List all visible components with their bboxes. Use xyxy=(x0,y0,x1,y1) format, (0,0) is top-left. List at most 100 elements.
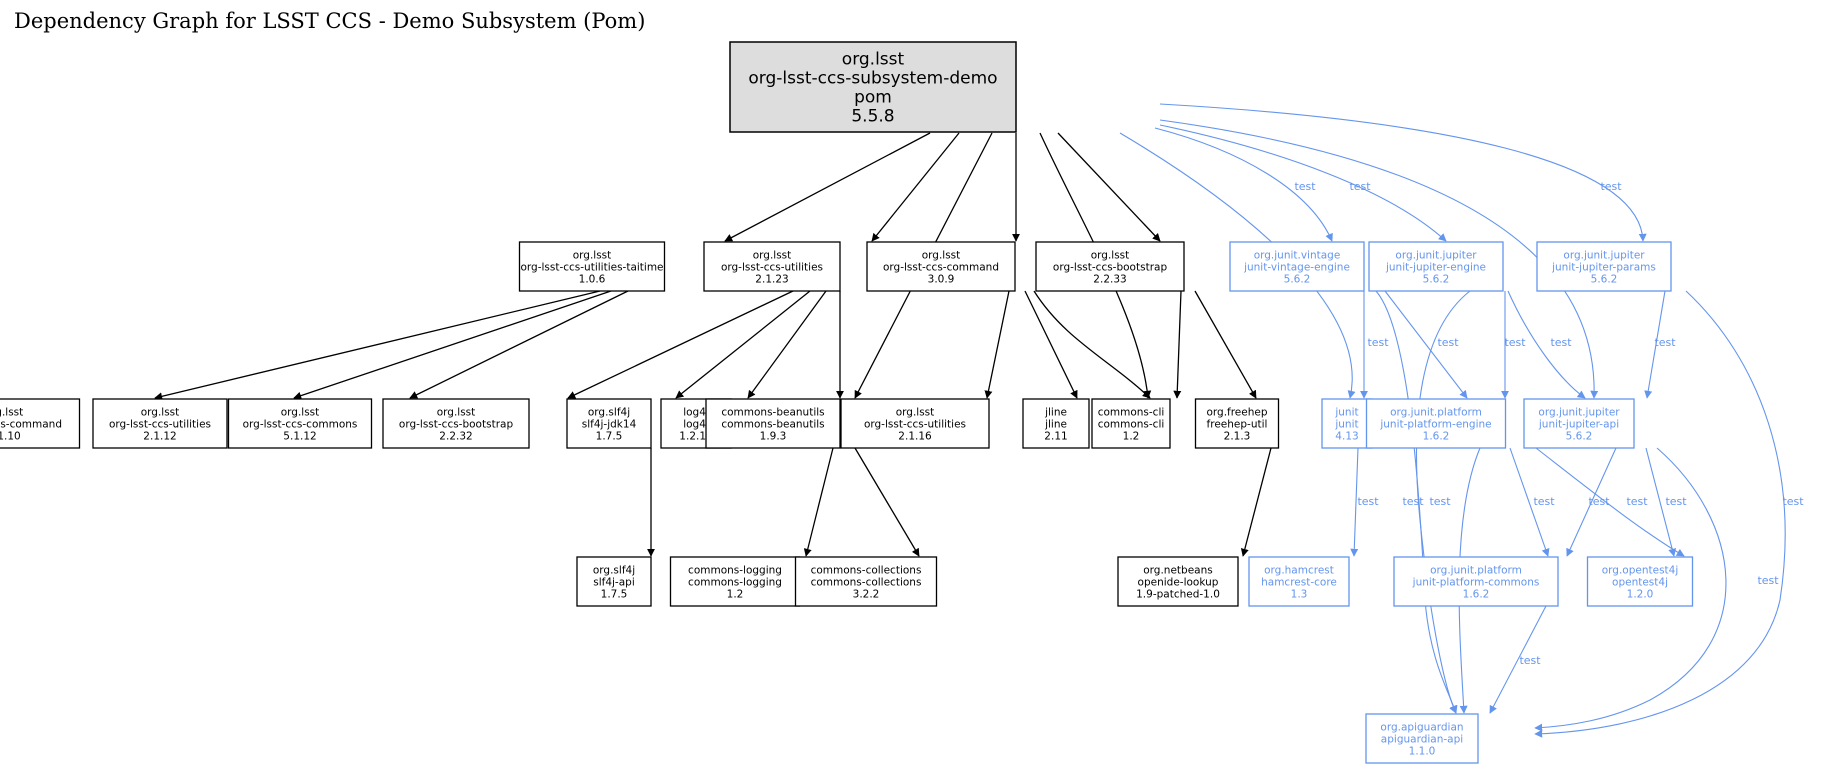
edge-line xyxy=(1240,447,1272,557)
node-label-line: commons-cli xyxy=(1098,419,1165,431)
edge-line xyxy=(871,132,960,242)
node-jupengine[interactable]: org.junit.jupiterjunit-jupiter-engine5.6… xyxy=(1368,241,1504,292)
edge-root-to-taitime xyxy=(724,132,931,242)
node-label-line: org.opentest4j xyxy=(1602,565,1679,577)
node-label-line: org-lsst-ccs-utilities xyxy=(864,419,966,431)
edge-line xyxy=(567,290,794,399)
node-label-line: 1.9-patched-1.0 xyxy=(1136,589,1220,601)
edge-line xyxy=(854,447,920,557)
node-label-line: org.netbeans xyxy=(1143,565,1212,577)
node-label-line: 2.1.23 xyxy=(755,274,788,286)
node-label-line: 1.1.0 xyxy=(1409,746,1436,758)
node-label-line: org.junit.platform xyxy=(1390,407,1482,419)
node-box xyxy=(866,241,1016,292)
node-label-line: 2.1.10 xyxy=(0,431,21,443)
edge-taitime-to-command2110 xyxy=(154,290,601,401)
node-label-line: commons-collections xyxy=(811,577,922,589)
node-box xyxy=(0,398,81,449)
edge-label: test xyxy=(1402,495,1424,508)
node-taitime[interactable]: org.lsstorg-lsst-ccs-utilities-taitime1.… xyxy=(518,241,666,292)
edge-jupparams-to-jupapi: test xyxy=(1644,290,1676,399)
edge-line xyxy=(1535,447,1685,557)
edge-command309-to-jline xyxy=(1024,290,1078,399)
node-box xyxy=(227,398,373,449)
node-label-line: 1.2.17 xyxy=(679,431,712,443)
node-label-line: org-lsst-ccs-bootstrap xyxy=(399,419,514,431)
node-label-line: commons-logging xyxy=(688,565,782,577)
edge-beanutils-to-logging xyxy=(803,447,834,557)
edge-line xyxy=(675,290,811,399)
node-label-line: org.freehep xyxy=(1206,407,1267,419)
node-platengine[interactable]: org.junit.platformjunit-platform-engine1… xyxy=(1365,398,1507,449)
node-label-line: org-lsst-ccs-utilities-taitime xyxy=(520,262,663,274)
node-label-line: 5.6.2 xyxy=(1591,274,1618,286)
node-box xyxy=(1229,241,1365,292)
edge-platengine-to-opentest: test xyxy=(1535,447,1685,557)
node-label-line: 4.13 xyxy=(1335,431,1358,443)
node-label-line: 3.0.9 xyxy=(928,274,955,286)
edge-jupparams-to-apiguardian: test xyxy=(1534,290,1804,738)
edge-label: test xyxy=(1550,336,1572,349)
node-label-line: org.junit.jupiter xyxy=(1538,407,1620,419)
edge-line xyxy=(1644,290,1666,399)
node-box xyxy=(1368,241,1504,292)
edge-vintage-to-junit: test xyxy=(1360,291,1389,399)
node-label-line: 1.2 xyxy=(727,589,744,601)
node-openide[interactable]: org.netbeansopenide-lookup1.9-patched-1.… xyxy=(1117,556,1239,607)
graph-title: Dependency Graph for LSST CCS - Demo Sub… xyxy=(14,9,645,33)
edge-line xyxy=(154,290,601,401)
node-jupparams[interactable]: org.junit.jupiterjunit-jupiter-params5.6… xyxy=(1536,241,1672,292)
edge-label: test xyxy=(1626,495,1648,508)
edge-line xyxy=(1507,290,1586,399)
node-collections[interactable]: commons-collectionscommons-collections3.… xyxy=(794,556,938,607)
edge-taitime-to-util2112 xyxy=(293,290,612,400)
node-label-line: jline xyxy=(1044,419,1067,431)
node-label-line: 2.2.33 xyxy=(1093,274,1126,286)
node-label-line: org-lsst-ccs-command xyxy=(0,419,62,431)
node-label-line: junit-jupiter-engine xyxy=(1385,262,1486,274)
node-label-line: 2.1.12 xyxy=(143,431,176,443)
node-label-line: 2.11 xyxy=(1044,431,1067,443)
node-label-line: freehep-util xyxy=(1207,419,1268,431)
edge-root-to-jupengine: test xyxy=(1159,124,1447,242)
node-vintage[interactable]: org.junit.vintagejunit-vintage-engine5.6… xyxy=(1229,241,1365,292)
node-label-line: org.lsst xyxy=(141,407,180,419)
node-label-line: junit-platform-commons xyxy=(1412,577,1540,589)
node-label-line: log4j xyxy=(683,407,709,419)
node-box xyxy=(576,556,652,607)
edge-line xyxy=(1645,447,1677,557)
edge-label: test xyxy=(1782,495,1804,508)
node-root[interactable]: org.lsstorg-lsst-ccs-subsystem-demopom5.… xyxy=(729,41,1017,133)
node-label-line: org-lsst-ccs-command xyxy=(883,262,999,274)
node-label-line: org.junit.platform xyxy=(1430,565,1522,577)
node-label-line: org.lsst xyxy=(573,250,612,262)
edge-bootstrap2233-to-cli xyxy=(1173,290,1182,399)
edge-root-to-vintage: test xyxy=(1154,127,1333,242)
edge-platengine-to-platcommons: test xyxy=(1509,447,1555,557)
node-label-line: org-lsst-ccs-utilities xyxy=(721,262,823,274)
node-platcommons[interactable]: org.junit.platformjunit-platform-commons… xyxy=(1393,556,1559,607)
edge-line xyxy=(1350,447,1359,557)
